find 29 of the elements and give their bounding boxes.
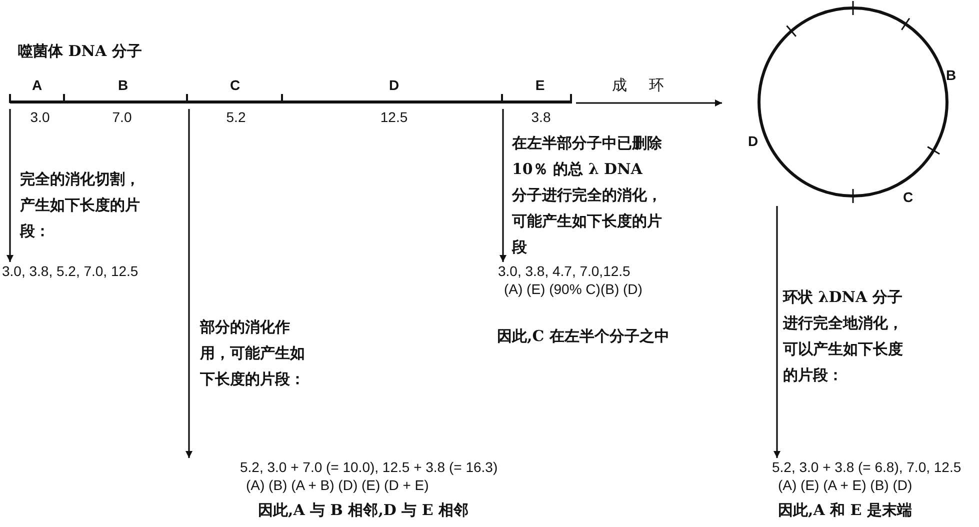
arrow [576, 100, 722, 106]
fragment-segments: (A) (E) (A + E) (B) (D) [777, 476, 914, 494]
fragment-lengths: 3.0, 3.8, 5.2, 7.0, 12.5 [2, 262, 140, 280]
segment-label: B [946, 66, 956, 84]
segment-label: A [30, 76, 44, 94]
fragment-lengths: 5.2, 3.0 + 7.0 (= 10.0), 12.5 + 3.8 (= 16.3) [240, 458, 499, 476]
conclusion-note: 因此,C 在左半个分子之中 [497, 326, 670, 346]
segment-label: C [903, 188, 914, 206]
arrow [500, 109, 506, 262]
fragment-lengths: 5.2, 3.0 + 3.8 (= 6.8), 7.0, 12.5 [772, 458, 962, 476]
segment-length: 3.0 [29, 108, 51, 126]
segment-length: 7.0 [111, 108, 133, 126]
segment-length: 12.5 [379, 108, 409, 126]
segment-length: 5.2 [225, 108, 247, 126]
conclusion-note: 因此,A 与 B 相邻,D 与 E 相邻 [258, 500, 469, 520]
arrow [186, 109, 192, 458]
segment-length: 3.8 [530, 108, 552, 126]
segment-label: D [388, 76, 400, 94]
title: 噬菌体 DNA 分子 [18, 41, 142, 62]
segment-label: D [748, 132, 758, 150]
segment-label: E [534, 76, 546, 94]
segment-label: C [228, 76, 242, 94]
conclusion-note: 因此,A 和 E 是末端 [778, 500, 912, 520]
arrow [6, 109, 14, 262]
fragment-lengths: 3.0, 3.8, 4.7, 7.0,12.5 [498, 262, 632, 280]
arrow [774, 206, 780, 458]
fragment-segments: (A) (E) (90% C)(B) (D) [503, 280, 644, 298]
fragment-segments: (A) (B) (A + B) (D) (E) (D + E) [245, 476, 430, 494]
segment-label: B [116, 76, 130, 94]
